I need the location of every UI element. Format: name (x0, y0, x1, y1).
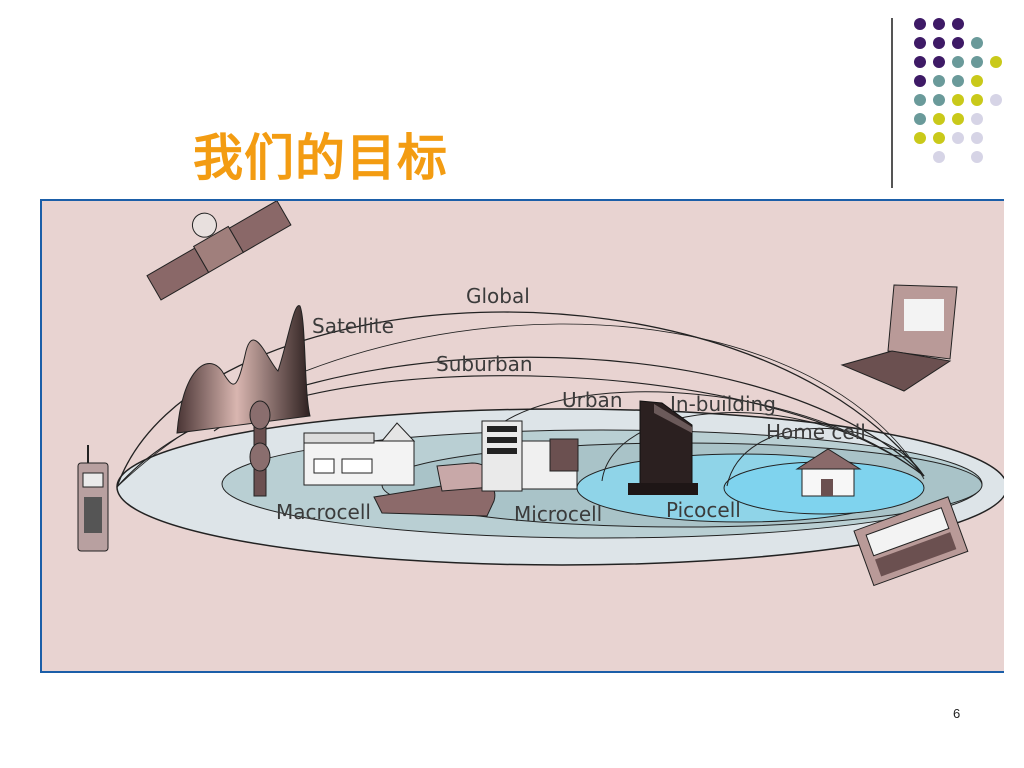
label-in-building: In-building (670, 392, 776, 416)
laptop-icon (840, 284, 958, 392)
label-global: Global (466, 284, 530, 308)
cell-tower-icon (249, 400, 271, 497)
pda-device-icon (853, 496, 969, 587)
mobile-phone-icon (77, 445, 109, 552)
cell-hierarchy-diagram: Global Satellite Suburban Urban In-build… (77, 201, 1004, 587)
page-number: 6 (953, 706, 961, 721)
global-arc (116, 311, 925, 488)
label-microcell: Microcell (514, 502, 602, 526)
urban-arc (501, 391, 925, 477)
in-building-dome (601, 412, 925, 482)
city-buildings-icon (481, 420, 579, 492)
office-tower-icon (628, 400, 698, 495)
label-picocell: Picocell (666, 498, 741, 522)
label-suburban: Suburban (436, 352, 533, 376)
slide-title: 我们的目标 (193, 129, 448, 187)
label-urban: Urban (562, 388, 623, 412)
house-icon (795, 448, 862, 497)
label-home-cell: Home cell (766, 420, 866, 444)
factory-building-icon (303, 422, 416, 486)
home-cell-dome (726, 428, 925, 487)
network-coverage-figure: Global Satellite Suburban Urban In-build… (40, 199, 1004, 673)
label-macrocell: Macrocell (276, 500, 371, 524)
train-icon (373, 462, 496, 517)
title-divider-line (891, 18, 893, 188)
decorative-dot-grid (914, 18, 1002, 163)
mountain-illustration (176, 305, 311, 434)
label-satellite: Satellite (312, 314, 394, 338)
satellite-icon (146, 201, 292, 301)
